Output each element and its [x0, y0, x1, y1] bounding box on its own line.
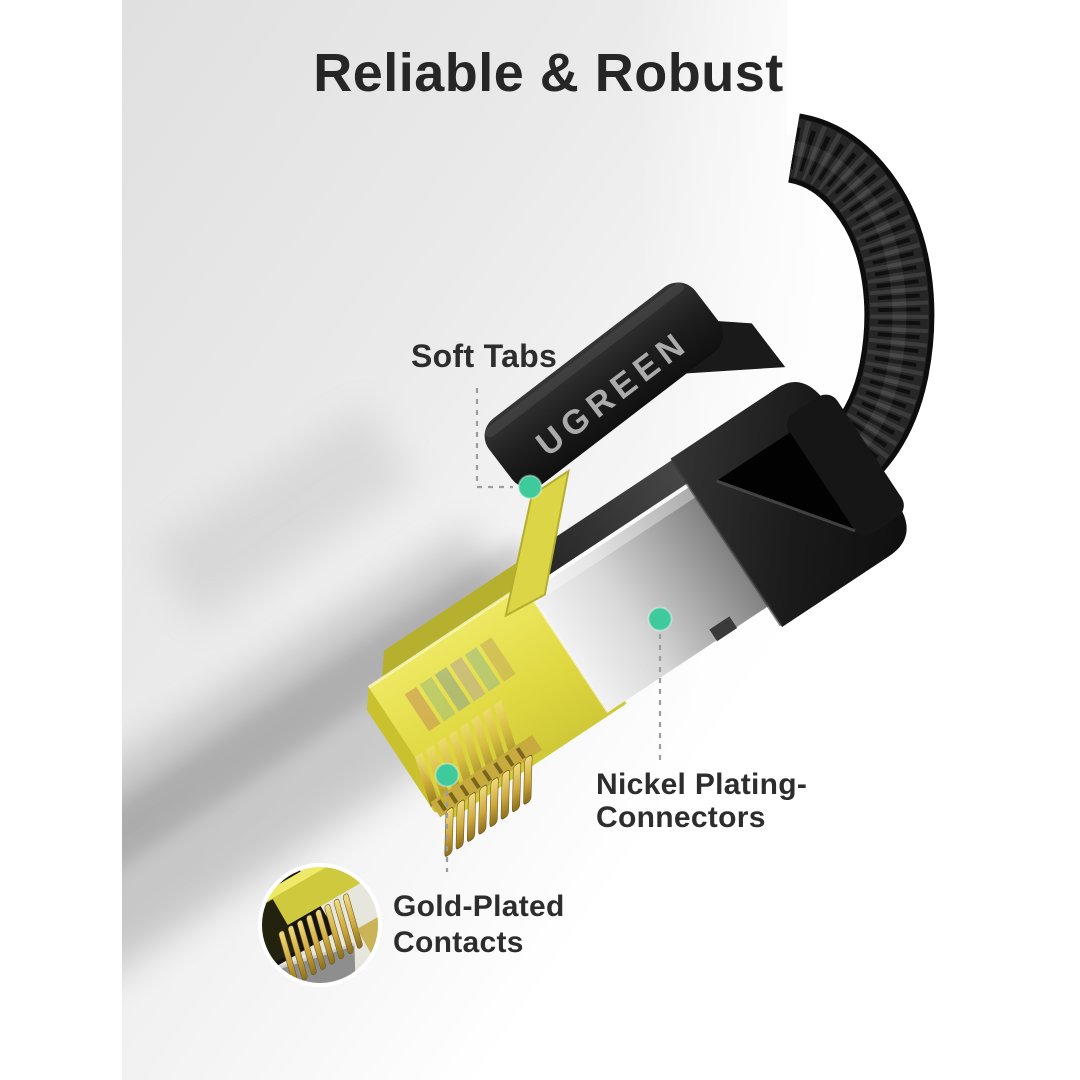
soft-tabs-leader	[475, 388, 513, 489]
ethernet-cable	[763, 113, 935, 535]
wall-highlight-wedge	[787, 0, 955, 470]
callout-nickel-line2: Connectors	[596, 801, 766, 834]
inner-contacts	[414, 700, 517, 807]
connector-boot	[670, 381, 907, 628]
nickel-plating-marker-dot	[647, 606, 673, 632]
leader-lines	[445, 388, 662, 872]
metal-shield	[525, 479, 775, 713]
callout-soft-tabs-label: Soft Tabs	[411, 338, 558, 374]
callout-nickel-plating: Nickel Plating- Connectors	[596, 768, 807, 834]
callout-gold-line1: Gold-Plated	[393, 890, 565, 923]
latch-arm	[504, 468, 570, 618]
callout-soft-tabs: Soft Tabs	[411, 338, 557, 375]
plug-top-face	[381, 548, 539, 679]
inset-circle	[258, 863, 382, 987]
callout-gold-line2: Contacts	[393, 926, 524, 959]
callout-nickel-line1: Nickel Plating-	[596, 768, 808, 801]
gold-pins	[444, 754, 533, 857]
callout-gold-plated: Gold-Plated Contacts	[393, 889, 565, 961]
shield-top-face	[526, 445, 694, 590]
page-title: Reliable & Robust	[313, 43, 784, 103]
inset-contacts-closeup	[260, 865, 380, 985]
gold-contacts-marker-dot	[434, 762, 460, 788]
product-photo: UGREEN	[122, 0, 955, 1080]
marker-dots	[434, 474, 673, 788]
soft-tabs-marker-dot	[517, 474, 543, 500]
